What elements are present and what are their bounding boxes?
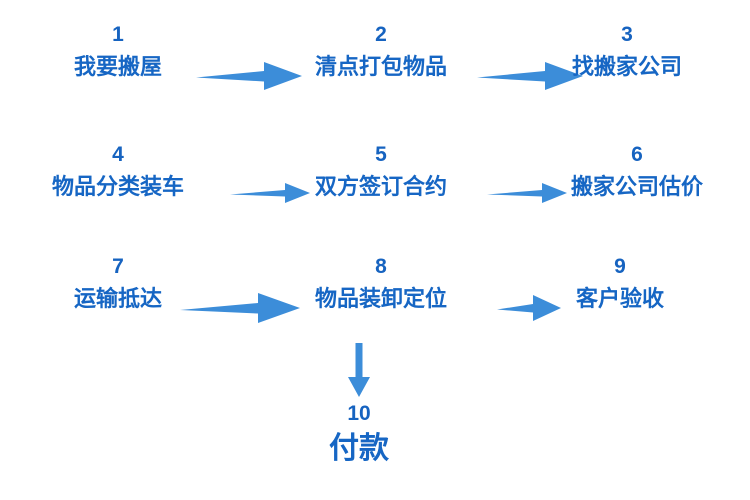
flow-node-3-label: 找搬家公司 <box>571 54 683 79</box>
flow-node-10[interactable]: 10 付款 <box>329 403 389 467</box>
arrow-4-to-5-icon <box>230 183 310 203</box>
flow-node-5[interactable]: 5 双方签订合约 <box>315 144 447 199</box>
flow-node-5-number: 5 <box>375 143 387 166</box>
flow-node-10-number: 10 <box>347 402 371 425</box>
flow-node-2[interactable]: 2 清点打包物品 <box>315 24 447 79</box>
flow-node-8-number: 8 <box>375 255 387 278</box>
flow-node-8[interactable]: 8 物品装卸定位 <box>315 256 447 311</box>
flow-node-8-label: 物品装卸定位 <box>314 286 448 311</box>
flow-node-2-number: 2 <box>375 23 387 46</box>
flow-node-7-number: 7 <box>112 255 124 278</box>
flow-node-10-label: 付款 <box>329 432 389 465</box>
arrow-5-to-6-icon <box>487 183 567 203</box>
flow-node-6-label: 搬家公司估价 <box>570 174 704 199</box>
flow-node-3-number: 3 <box>621 23 633 46</box>
flow-node-6[interactable]: 6 搬家公司估价 <box>571 144 703 199</box>
flow-node-7[interactable]: 7 运输抵达 <box>74 256 162 311</box>
flow-node-5-label: 双方签订合约 <box>314 174 448 199</box>
flow-node-1-label: 我要搬屋 <box>73 54 163 79</box>
flow-node-4-number: 4 <box>112 143 124 166</box>
flow-node-6-number: 6 <box>631 143 643 166</box>
flow-node-1-number: 1 <box>112 23 124 46</box>
flow-node-4-label: 物品分类装车 <box>51 174 185 199</box>
flow-node-3[interactable]: 3 找搬家公司 <box>572 24 682 79</box>
flow-node-9[interactable]: 9 客户验收 <box>576 256 664 311</box>
arrow-2-to-3-icon <box>477 62 583 90</box>
flow-node-9-number: 9 <box>614 255 626 278</box>
flow-node-2-label: 清点打包物品 <box>314 54 448 79</box>
arrow-8-to-10-icon <box>348 343 370 397</box>
flow-node-4[interactable]: 4 物品分类装车 <box>52 144 184 199</box>
arrow-8-to-9-icon <box>497 295 561 321</box>
flow-node-1[interactable]: 1 我要搬屋 <box>74 24 162 79</box>
arrow-1-to-2-icon <box>196 62 302 90</box>
flow-node-7-label: 运输抵达 <box>73 286 163 311</box>
arrow-7-to-8-icon <box>180 293 300 323</box>
flow-node-9-label: 客户验收 <box>575 286 665 311</box>
